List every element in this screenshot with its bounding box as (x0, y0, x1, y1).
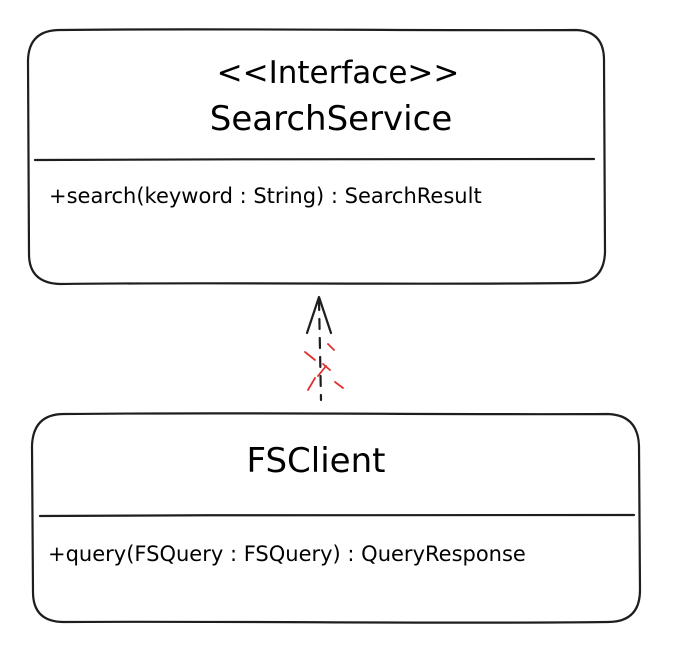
interface-stereotype: <<Interface>> (217, 55, 460, 91)
class-box-border (30, 412, 642, 624)
class-fsclient[interactable]: FSClient +query(FSQuery : FSQuery) : Que… (30, 412, 642, 624)
class-divider (33, 157, 596, 162)
method-signature: +search(keyword : String) : SearchResult (49, 184, 482, 208)
class-divider (38, 513, 636, 518)
arrowhead-icon (305, 295, 333, 335)
dashed-connector-line (317, 298, 323, 402)
class-name: SearchService (210, 99, 452, 139)
red-x-marker-icon (304, 343, 344, 391)
class-box-border (26, 28, 607, 286)
interface-class-searchservice[interactable]: <<Interface>> SearchService +search(keyw… (26, 28, 607, 286)
method-signature: +query(FSQuery : FSQuery) : QueryRespons… (48, 542, 526, 566)
realization-relationship[interactable] (304, 295, 344, 402)
class-name: FSClient (247, 441, 386, 481)
